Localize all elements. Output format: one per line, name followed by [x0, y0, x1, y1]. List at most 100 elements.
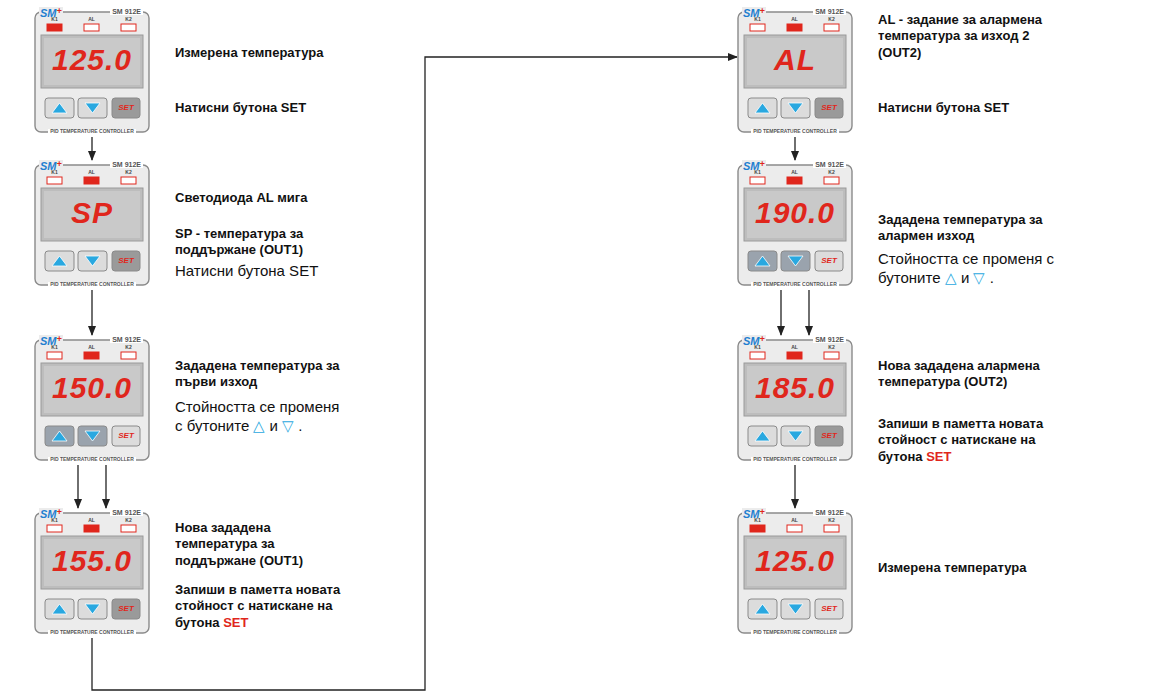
led-label: AL — [88, 170, 95, 175]
led — [47, 24, 62, 31]
led — [84, 352, 99, 359]
up-arrow-symbol — [52, 431, 67, 441]
down-button — [781, 251, 810, 271]
led-label: K2 — [125, 345, 131, 350]
model-name: SM 912E — [813, 336, 846, 343]
led — [47, 177, 62, 184]
button-label: SET — [815, 432, 843, 440]
down-arrow-symbol — [85, 103, 100, 113]
led — [787, 352, 802, 359]
up-arrow-symbol — [755, 604, 770, 614]
display-glass — [44, 191, 140, 238]
button-label: SET — [815, 257, 843, 265]
down-arrow-symbol — [85, 431, 100, 441]
display-value: 150.0 — [44, 373, 140, 403]
device-caption: PID TEMPERATURE CONTROLLER — [751, 630, 839, 635]
led — [750, 24, 765, 31]
device-caption: PID TEMPERATURE CONTROLLER — [48, 282, 136, 287]
display-glass — [747, 366, 843, 413]
led — [824, 24, 839, 31]
led — [787, 525, 802, 532]
led-label: K2 — [125, 17, 131, 22]
step-note: Измерена температура — [878, 560, 1063, 576]
step-note: Стойността се променя с бутоните △ и ▽ . — [878, 250, 1063, 288]
up-button — [748, 426, 777, 446]
device-frame — [738, 165, 852, 285]
device-frame — [35, 12, 149, 132]
led — [121, 352, 136, 359]
brand-logo: SM+ — [39, 7, 63, 19]
step-note: Зададена температура за първи изход — [175, 358, 340, 391]
led-label: K1 — [754, 518, 760, 523]
down-arrow-symbol — [788, 604, 803, 614]
device-caption: PID TEMPERATURE CONTROLLER — [48, 630, 136, 635]
led-label: K2 — [125, 518, 131, 523]
device-frame — [35, 513, 149, 633]
led-label: K2 — [828, 170, 834, 175]
led-label: AL — [88, 345, 95, 350]
display-value: 190.0 — [747, 198, 843, 228]
flow-arrow — [91, 290, 92, 335]
device-frame — [738, 513, 852, 633]
up-button — [45, 98, 74, 118]
display-glass — [44, 539, 140, 586]
led-label: K2 — [828, 17, 834, 22]
led — [121, 525, 136, 532]
set-button — [112, 98, 140, 118]
model-name: SM 912E — [110, 509, 143, 516]
step-note: Натисни бутона SET — [878, 100, 1063, 116]
device-frame — [35, 340, 149, 460]
led — [750, 525, 765, 532]
up-button — [748, 251, 777, 271]
display-value: 185.0 — [747, 373, 843, 403]
up-arrow-symbol — [755, 103, 770, 113]
display-glass — [44, 38, 140, 85]
device-frame — [738, 340, 852, 460]
led — [121, 24, 136, 31]
model-name: SM 912E — [110, 161, 143, 168]
led — [84, 177, 99, 184]
controller-device: SM+SM 912EK1ALK2SPSETPID TEMPERATURE CON… — [34, 160, 150, 290]
device-caption: PID TEMPERATURE CONTROLLER — [48, 457, 136, 462]
up-button — [748, 98, 777, 118]
set-button — [815, 599, 843, 619]
down-arrow-symbol — [85, 604, 100, 614]
down-arrow-symbol — [788, 103, 803, 113]
led-label: K1 — [51, 345, 57, 350]
controller-device: SM+SM 912EK1ALK2150.0SETPID TEMPERATURE … — [34, 335, 150, 465]
led — [47, 525, 62, 532]
set-button — [112, 599, 140, 619]
led-label: AL — [791, 17, 798, 22]
brand-logo: SM+ — [39, 335, 63, 347]
flow-arrow — [808, 290, 809, 335]
controller-device: SM+SM 912EK1ALK2190.0SETPID TEMPERATURE … — [737, 160, 853, 290]
controller-device: SM+SM 912EK1ALK2ALSETPID TEMPERATURE CON… — [737, 7, 853, 137]
button-label: SET — [815, 104, 843, 112]
display-glass — [44, 366, 140, 413]
flow-arrow — [794, 465, 795, 508]
up-button — [45, 426, 74, 446]
set-button — [112, 426, 140, 446]
device-frame — [35, 165, 149, 285]
led-label: K2 — [125, 170, 131, 175]
led-label: AL — [791, 518, 798, 523]
step-note: Нова зададена алармена температура (OUT2… — [878, 358, 1063, 391]
button-label: SET — [112, 605, 140, 613]
led-label: K1 — [754, 345, 760, 350]
step-note: Запиши в паметта новата стойност с натис… — [175, 582, 350, 631]
button-label: SET — [112, 257, 140, 265]
brand-logo: SM+ — [742, 508, 766, 520]
up-arrow-symbol — [52, 604, 67, 614]
controller-device: SM+SM 912EK1ALK2125.0SETPID TEMPERATURE … — [34, 7, 150, 137]
display-value: 155.0 — [44, 546, 140, 576]
flow-arrow — [92, 57, 737, 690]
led-label: K1 — [754, 17, 760, 22]
led — [824, 525, 839, 532]
model-name: SM 912E — [110, 336, 143, 343]
up-arrow-symbol — [755, 431, 770, 441]
model-name: SM 912E — [110, 8, 143, 15]
step-note: Нова зададена температура за поддържане … — [175, 520, 350, 569]
display-window — [744, 363, 846, 416]
led-label: AL — [88, 17, 95, 22]
